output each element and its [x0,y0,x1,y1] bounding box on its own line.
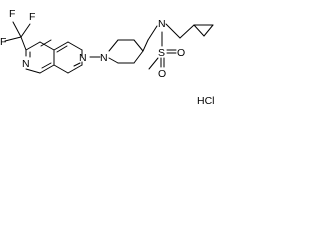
sulfonyl-group [148,49,177,70]
chemical-structure: F F F N N N N S O O HCl [0,8,215,107]
trifluoromethyl-group [4,21,31,51]
naphthyridine-nitrogen-label: N [22,58,30,70]
naphthyridine-nitrogen-label: N [79,52,87,64]
fluorine-atom-label: F [29,11,35,23]
naphthyridine-right-ring [53,41,83,74]
sulfonamide-nitrogen-label: N [158,18,166,30]
fluorine-atom-label: F [0,36,6,48]
oxygen-atom-label: O [158,68,166,80]
sulfur-atom-label: S [158,47,165,59]
piperidine-ring [108,39,144,64]
methylene-linker [142,25,158,52]
cyclopropylmethyl-group [165,23,214,39]
structure-canvas: F F F N N N N S O O HCl [0,0,229,110]
fluorine-atom-label: F [9,8,15,20]
naphthyridine-left-ring [25,39,55,74]
hydrochloride-salt-label: HCl [197,95,215,107]
piperidine-nitrogen-label: N [100,52,108,64]
oxygen-atom-label: O [177,47,185,59]
